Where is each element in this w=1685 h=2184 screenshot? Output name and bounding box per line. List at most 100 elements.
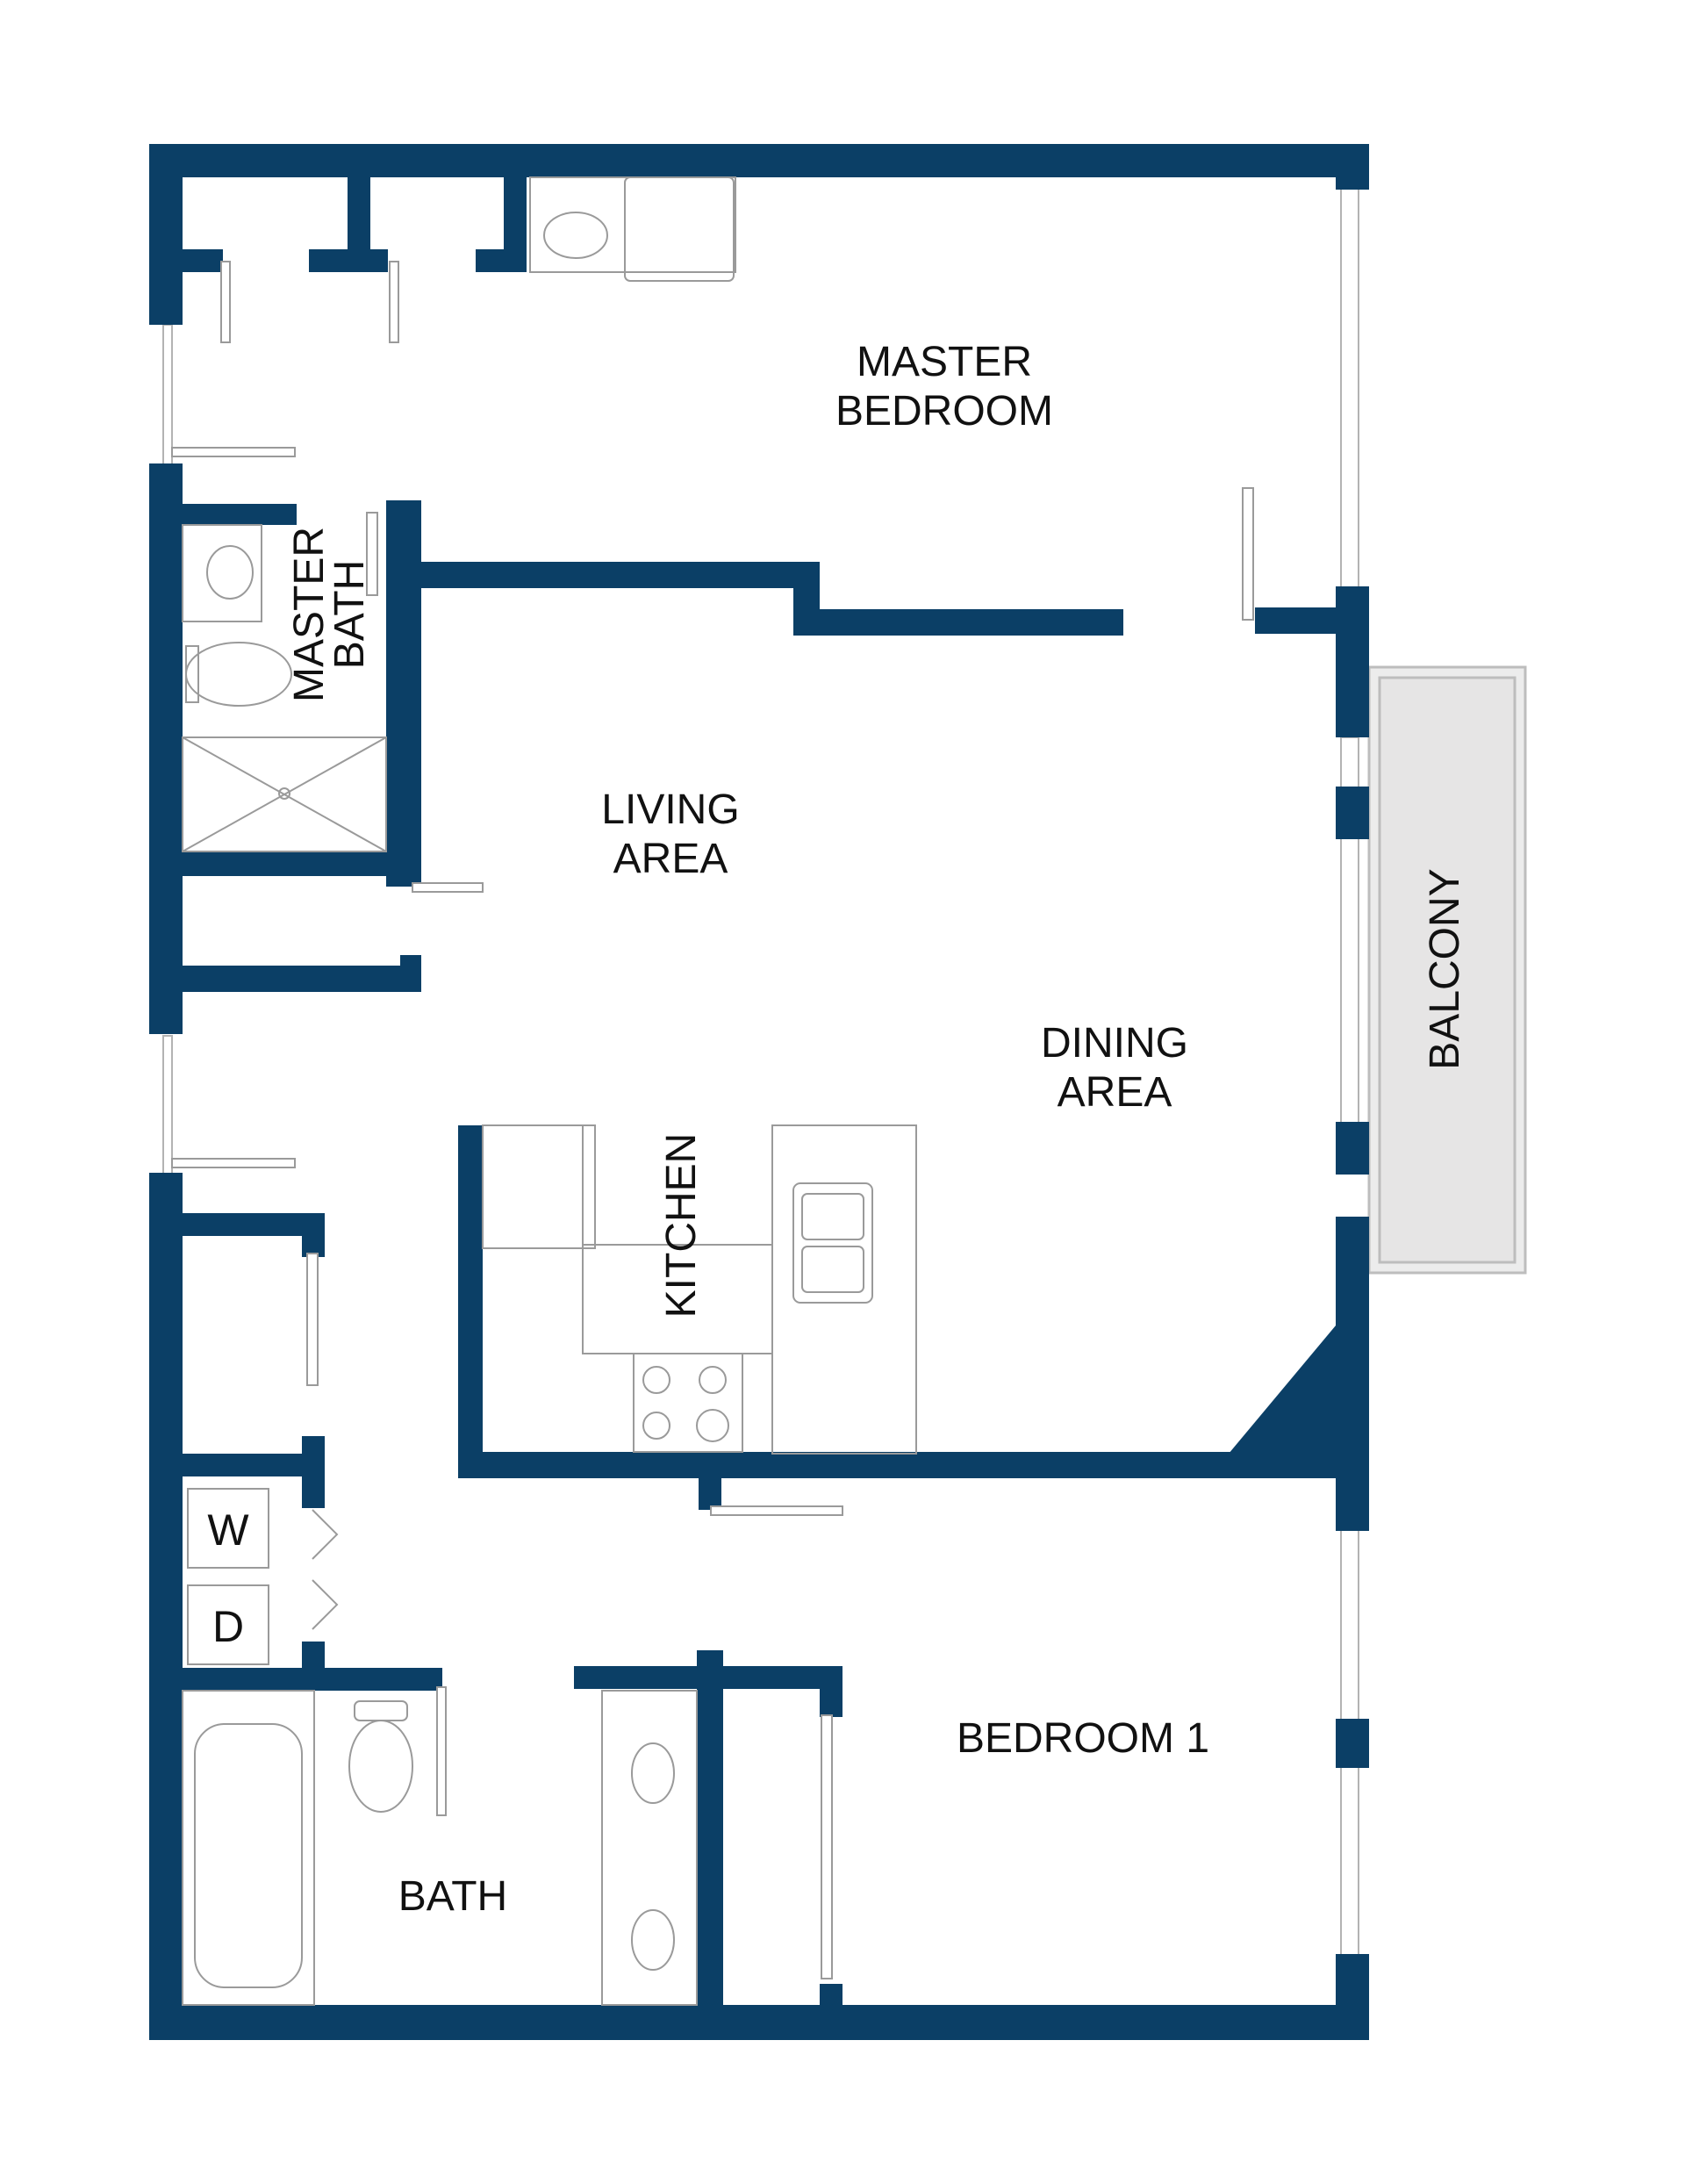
fridge-icon — [482, 1124, 584, 1249]
wall-right-pier-1 — [1336, 586, 1369, 737]
drain-icon — [278, 787, 290, 800]
stove-icon — [633, 1353, 743, 1453]
wall-laundry-jamb-top — [302, 1213, 325, 1257]
burner-icon — [696, 1409, 729, 1442]
wall-angled-corner — [1229, 1325, 1336, 1478]
door-closet-hall — [412, 882, 484, 893]
wall-master-bath-bottom — [183, 851, 421, 876]
toilet-tank — [354, 1700, 408, 1721]
toilet-icon — [348, 1720, 413, 1813]
balcony — [1367, 665, 1527, 1275]
label-living-area-line-1: LIVING — [601, 787, 739, 833]
wall-bottom — [149, 2005, 1369, 2040]
wall-right-bottom — [1336, 1954, 1369, 2040]
sink-basin-2 — [801, 1246, 864, 1293]
door-bedroom-1-closet — [821, 1714, 833, 1979]
wall-closet-stub-2 — [309, 249, 388, 272]
wall-laundry-jamb — [302, 1436, 325, 1508]
door-laundry-bifold-1 — [312, 1509, 339, 1560]
sink-icon — [631, 1742, 675, 1804]
door-master-bath — [171, 447, 296, 457]
sink-icon — [631, 1909, 675, 1971]
wall-left-top — [149, 144, 183, 325]
wall-kitchen-bottom — [458, 1452, 1369, 1478]
label-balcony: BALCONY — [1422, 868, 1468, 1069]
wall-closet-stub-1 — [183, 249, 223, 272]
wall-partition-1 — [421, 562, 816, 588]
label-kitchen: KITCHEN — [658, 1133, 705, 1318]
wall-right-pier-3 — [1336, 1122, 1369, 1175]
sink-icon — [543, 212, 608, 259]
dryer-icon — [187, 1584, 269, 1665]
label-dining-area-line-1: DINING — [1041, 1020, 1188, 1067]
vanity-master-bath — [182, 524, 262, 622]
wall-kitchen-jamb — [699, 1475, 721, 1510]
door-bath — [436, 1686, 447, 1816]
wall-right-pier-2 — [1336, 787, 1369, 839]
shower-icon — [182, 736, 387, 852]
wall-right-pier-4 — [1336, 1217, 1369, 1531]
wall-bath-right — [697, 1650, 723, 2040]
wall-laundry-mid — [183, 1454, 325, 1476]
closet-walls — [183, 177, 527, 272]
label-bedroom-1: BEDROOM 1 — [957, 1715, 1209, 1762]
vanity-master-bedroom — [529, 176, 736, 273]
windows — [162, 183, 1359, 1958]
window-left-lower — [162, 1035, 173, 1177]
doors — [171, 261, 1254, 1979]
wall-left-bottom — [149, 1173, 183, 2040]
label-dining-area-line-2: AREA — [1058, 1069, 1172, 1116]
door-closet-2 — [389, 261, 399, 343]
window-left-upper — [162, 324, 173, 466]
wall-left-mid — [149, 463, 183, 1034]
wall-bath-top — [183, 1668, 442, 1691]
wall-partition-2 — [793, 609, 1123, 636]
sink-icon — [206, 545, 254, 600]
window-master-bedroom — [1340, 183, 1359, 589]
door-master-bath-inner — [366, 512, 378, 596]
room-labels: MASTER BEDROOM MASTER BATH LIVING AREA D… — [207, 339, 1468, 1920]
label-master-bath-line-2: BATH — [326, 560, 373, 669]
burner-icon — [642, 1366, 670, 1394]
door-entry — [171, 1158, 296, 1168]
wall-closet-bottom — [183, 966, 421, 992]
fixtures — [182, 176, 917, 2006]
wall-right-pier-5 — [1336, 1719, 1369, 1768]
counter-left — [582, 1124, 596, 1249]
label-dryer: D — [212, 1602, 244, 1651]
kitchen-walls — [458, 1125, 1369, 1510]
exterior-walls — [149, 144, 1369, 2040]
bedroom-1-walls — [574, 1650, 842, 2040]
wall-closet-stub-3 — [476, 249, 527, 272]
washer-icon — [187, 1488, 269, 1569]
door-kitchen-hall — [710, 1505, 843, 1516]
laundry-walls — [183, 1213, 442, 1691]
wall-master-bath-right — [386, 500, 421, 887]
sink-basin-1 — [801, 1193, 864, 1240]
door-closet-1 — [220, 261, 231, 343]
toilet-icon — [185, 642, 292, 707]
toilet-tank — [185, 645, 199, 703]
wall-laundry-top — [183, 1213, 325, 1236]
label-living-area-line-2: AREA — [613, 836, 728, 882]
wall-kitchen-left — [458, 1125, 483, 1476]
burner-icon — [642, 1412, 670, 1440]
label-master-bedroom-line-1: MASTER — [857, 339, 1032, 385]
wall-right-top — [1336, 144, 1369, 190]
bathtub-basin — [194, 1723, 303, 1988]
double-sink-icon — [792, 1182, 873, 1304]
storage-cabinet — [624, 176, 735, 282]
door-master-bedroom — [1242, 487, 1254, 621]
burner-icon — [699, 1366, 727, 1394]
wall-master-bath-top — [183, 504, 297, 525]
bedroom-partition — [421, 562, 1339, 636]
label-washer: W — [207, 1505, 249, 1555]
bathtub-icon — [182, 1690, 315, 2006]
wall-bedroom-1-jamb — [820, 1666, 842, 1717]
label-master-bath-line-1: MASTER — [286, 527, 333, 702]
door-laundry-bifold-2 — [312, 1579, 339, 1630]
shower-drain-line — [182, 736, 387, 852]
vanity-bath — [601, 1690, 698, 2006]
wall-bedroom-1-jamb-bottom — [820, 1984, 842, 2019]
